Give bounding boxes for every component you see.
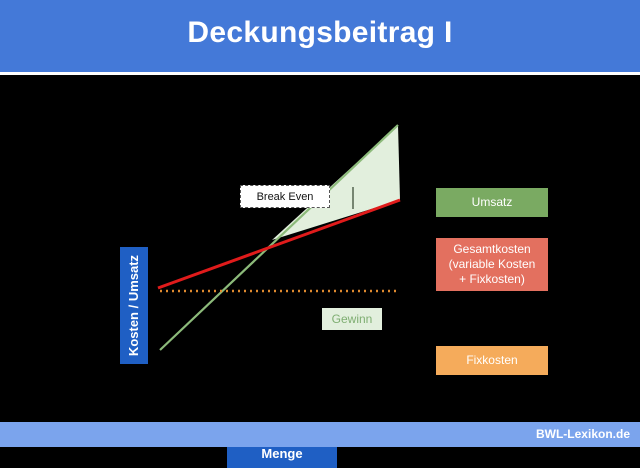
break-even-callout: Break Even xyxy=(240,185,330,208)
umsatz-line xyxy=(159,124,399,351)
header-banner xyxy=(0,0,640,72)
legend-label-fixkosten: Fixkosten xyxy=(466,353,518,367)
legend-item-fixkosten: Fixkosten xyxy=(436,346,548,375)
gesamtkosten-line xyxy=(157,198,401,290)
legend-item-umsatz: Umsatz xyxy=(436,188,548,217)
header-divider xyxy=(0,72,640,75)
chart-plot xyxy=(157,124,401,351)
chart-canvas: Break Even Gewinn Kosten / Umsatz Menge … xyxy=(0,75,640,468)
x-axis-label: Menge xyxy=(261,445,303,461)
break-even-label: Break Even xyxy=(256,190,314,203)
legend-label-umsatz: Umsatz xyxy=(471,195,513,209)
legend-label-gesamtkosten: Gesamtkosten (variable Kosten + Fixkoste… xyxy=(448,242,536,286)
y-axis-label: Kosten / Umsatz xyxy=(126,254,142,357)
gewinn-label: Gewinn xyxy=(331,312,373,326)
y-axis-title: Kosten / Umsatz xyxy=(120,247,148,364)
gewinn-callout: Gewinn xyxy=(322,308,382,330)
footer-bar: BWL-Lexikon.de xyxy=(0,422,640,447)
legend-item-gesamtkosten: Gesamtkosten (variable Kosten + Fixkoste… xyxy=(436,238,548,291)
source-attribution: BWL-Lexikon.de xyxy=(535,427,630,441)
page-title: Deckungsbeitrag I xyxy=(187,16,453,49)
